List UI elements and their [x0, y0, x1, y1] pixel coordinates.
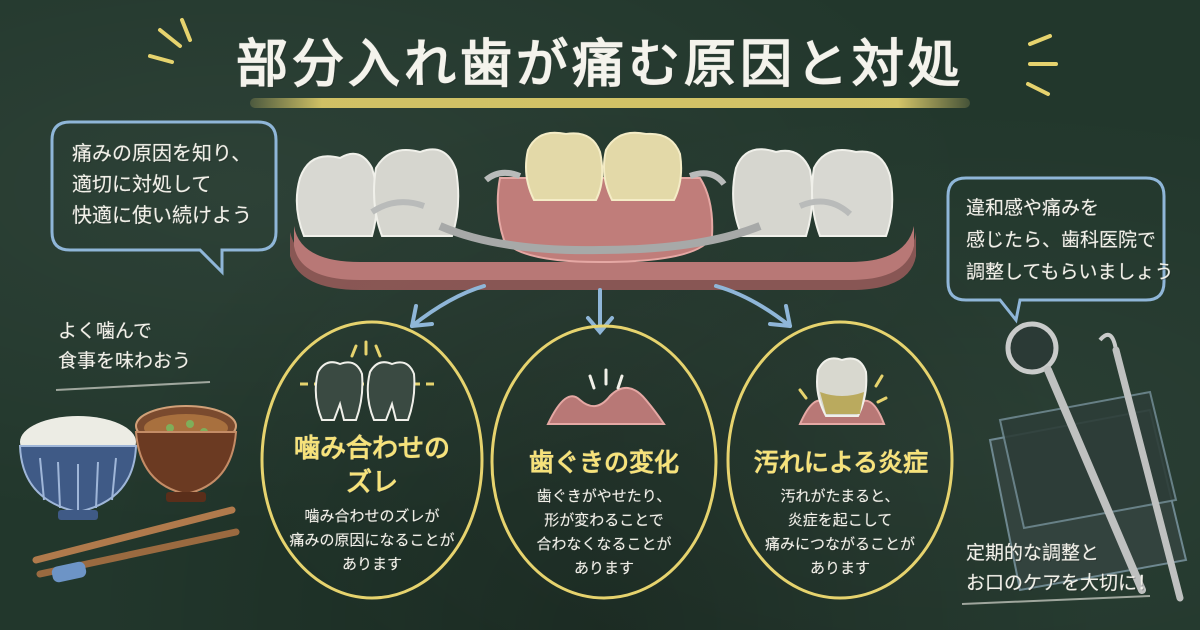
cause-inflammation-body-line: あります [809, 559, 870, 577]
cause-inflammation-body-line: 痛みにつながることが [764, 535, 915, 553]
speech-bubble-left [50, 120, 278, 276]
cause-inflammation-body-line: 炎症を起こして [787, 511, 893, 529]
cause-gum-title-line: 歯ぐきの変化 [528, 448, 679, 477]
rice-bowl-icon [18, 416, 138, 520]
cause-circle-bite [260, 320, 484, 600]
title-sparkle-right-icon [1026, 34, 1058, 96]
bubble-left-line: 快適に使い続けよう [72, 203, 252, 227]
bubble-right-text: 違和感や痛みを 感じたら、歯科医院で 調整してもらいましょう [966, 192, 1173, 288]
partial-denture-illustration [290, 131, 916, 290]
dental-explorer-icon [1098, 332, 1184, 602]
food-note-underline [55, 381, 211, 391]
bubble-left-line: 適切に対処して [72, 172, 212, 196]
bubble-left-text: 痛みの原因を知り、 適切に対処して 快適に使い続けよう [72, 138, 252, 231]
cause-bite-title: 噛み合わせの ズレ [272, 432, 472, 500]
title-sparkle-left-icon [148, 18, 192, 64]
cause-bite-body-line: あります [341, 555, 402, 573]
page-title: 部分入れ歯が痛む原因と対処 [235, 35, 964, 95]
inflamed-tooth-icon [798, 357, 888, 425]
cause-gum-body-line: 歯ぐきがやせたり、 [536, 487, 672, 505]
cause-inflammation-title: 汚れによる炎症 [736, 446, 946, 480]
cause-gum-title: 歯ぐきの変化 [504, 446, 704, 480]
miso-soup-icon [134, 405, 238, 502]
cause-circle-inflammation [726, 320, 954, 600]
cause-bite-body: 噛み合わせのズレが 痛みの原因になることが あります [272, 504, 472, 576]
arrow-right-icon [714, 284, 792, 328]
cause-bite-title-line: ズレ [345, 468, 398, 498]
bubble-right-line: 違和感や痛みを [966, 197, 1100, 219]
cause-bite-body-line: 噛み合わせのズレが [304, 507, 440, 525]
cause-bite-title-line: 噛み合わせの [293, 434, 450, 464]
food-note-line: 食事を味わおう [58, 350, 192, 372]
cause-gum-body: 歯ぐきがやせたり、 形が変わることで 合わなくなることが あります [504, 484, 704, 580]
arrow-left-icon [410, 284, 486, 328]
cause-bite-body-line: 痛みの原因になることが [289, 531, 455, 549]
food-note: よく噛んで 食事を味わおう [58, 316, 191, 376]
gum-change-icon [546, 368, 666, 425]
cause-gum-body-line: 合わなくなることが [536, 535, 672, 553]
cause-inflammation-title-line: 汚れによる炎症 [753, 448, 929, 477]
chopsticks-icon [32, 506, 240, 583]
care-note: 定期的な調整と お口のケアを大切に！ [966, 538, 1156, 598]
title-underline [250, 98, 970, 108]
care-note-line: 定期的な調整と [966, 542, 1100, 564]
bubble-right-line: 感じたら、歯科医院で [966, 229, 1157, 251]
food-note-line: よく噛んで [58, 320, 153, 342]
care-note-line: お口のケアを大切に！ [966, 572, 1157, 594]
bubble-left-line: 痛みの原因を知り、 [72, 141, 252, 165]
cause-gum-body-line: あります [573, 559, 634, 577]
cause-circle-gum [490, 324, 718, 600]
speech-bubble-right [946, 176, 1166, 324]
cause-inflammation-body-line: 汚れがたまると、 [780, 487, 900, 505]
care-note-underline [961, 595, 1151, 605]
arrow-down-icon [586, 288, 614, 336]
bubble-right-line: 調整してもらいましょう [966, 261, 1174, 283]
dental-mirror-icon [1005, 321, 1146, 594]
cause-inflammation-body: 汚れがたまると、 炎症を起こして 痛みにつながることが あります [740, 484, 940, 580]
bite-misalignment-icon [300, 340, 440, 421]
cause-gum-body-line: 形が変わることで [544, 511, 664, 529]
